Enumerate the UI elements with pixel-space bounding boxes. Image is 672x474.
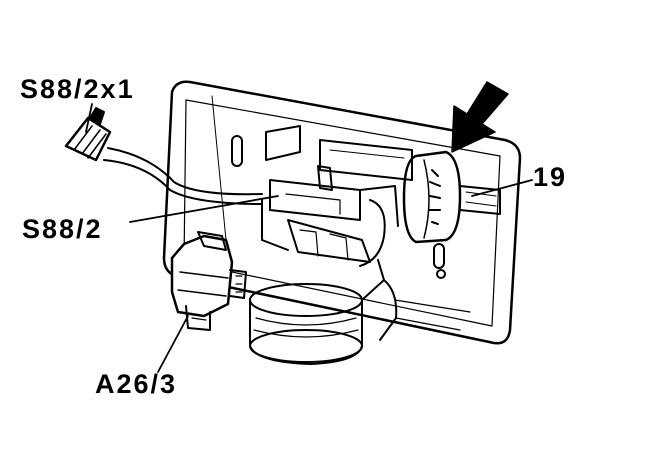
leader-lines <box>85 103 533 373</box>
cylinder-housing <box>249 259 398 365</box>
leader-item <box>471 179 533 197</box>
connector-plug <box>64 107 112 162</box>
leader-connector <box>85 103 93 133</box>
switch-body <box>261 125 413 267</box>
mounting-plate <box>162 80 522 345</box>
plate-slots <box>231 135 471 331</box>
wire-harness <box>103 147 263 205</box>
label-item: 19 <box>533 162 568 192</box>
label-component: A26/3 <box>95 369 178 399</box>
arrow-icon <box>451 81 509 153</box>
leader-component <box>157 315 189 373</box>
label-switch: S88/2 <box>22 214 103 244</box>
socket-component <box>170 231 247 331</box>
leader-switch <box>129 195 279 223</box>
label-connector: S88/2x1 <box>20 74 135 104</box>
switch-wheel <box>402 150 501 244</box>
